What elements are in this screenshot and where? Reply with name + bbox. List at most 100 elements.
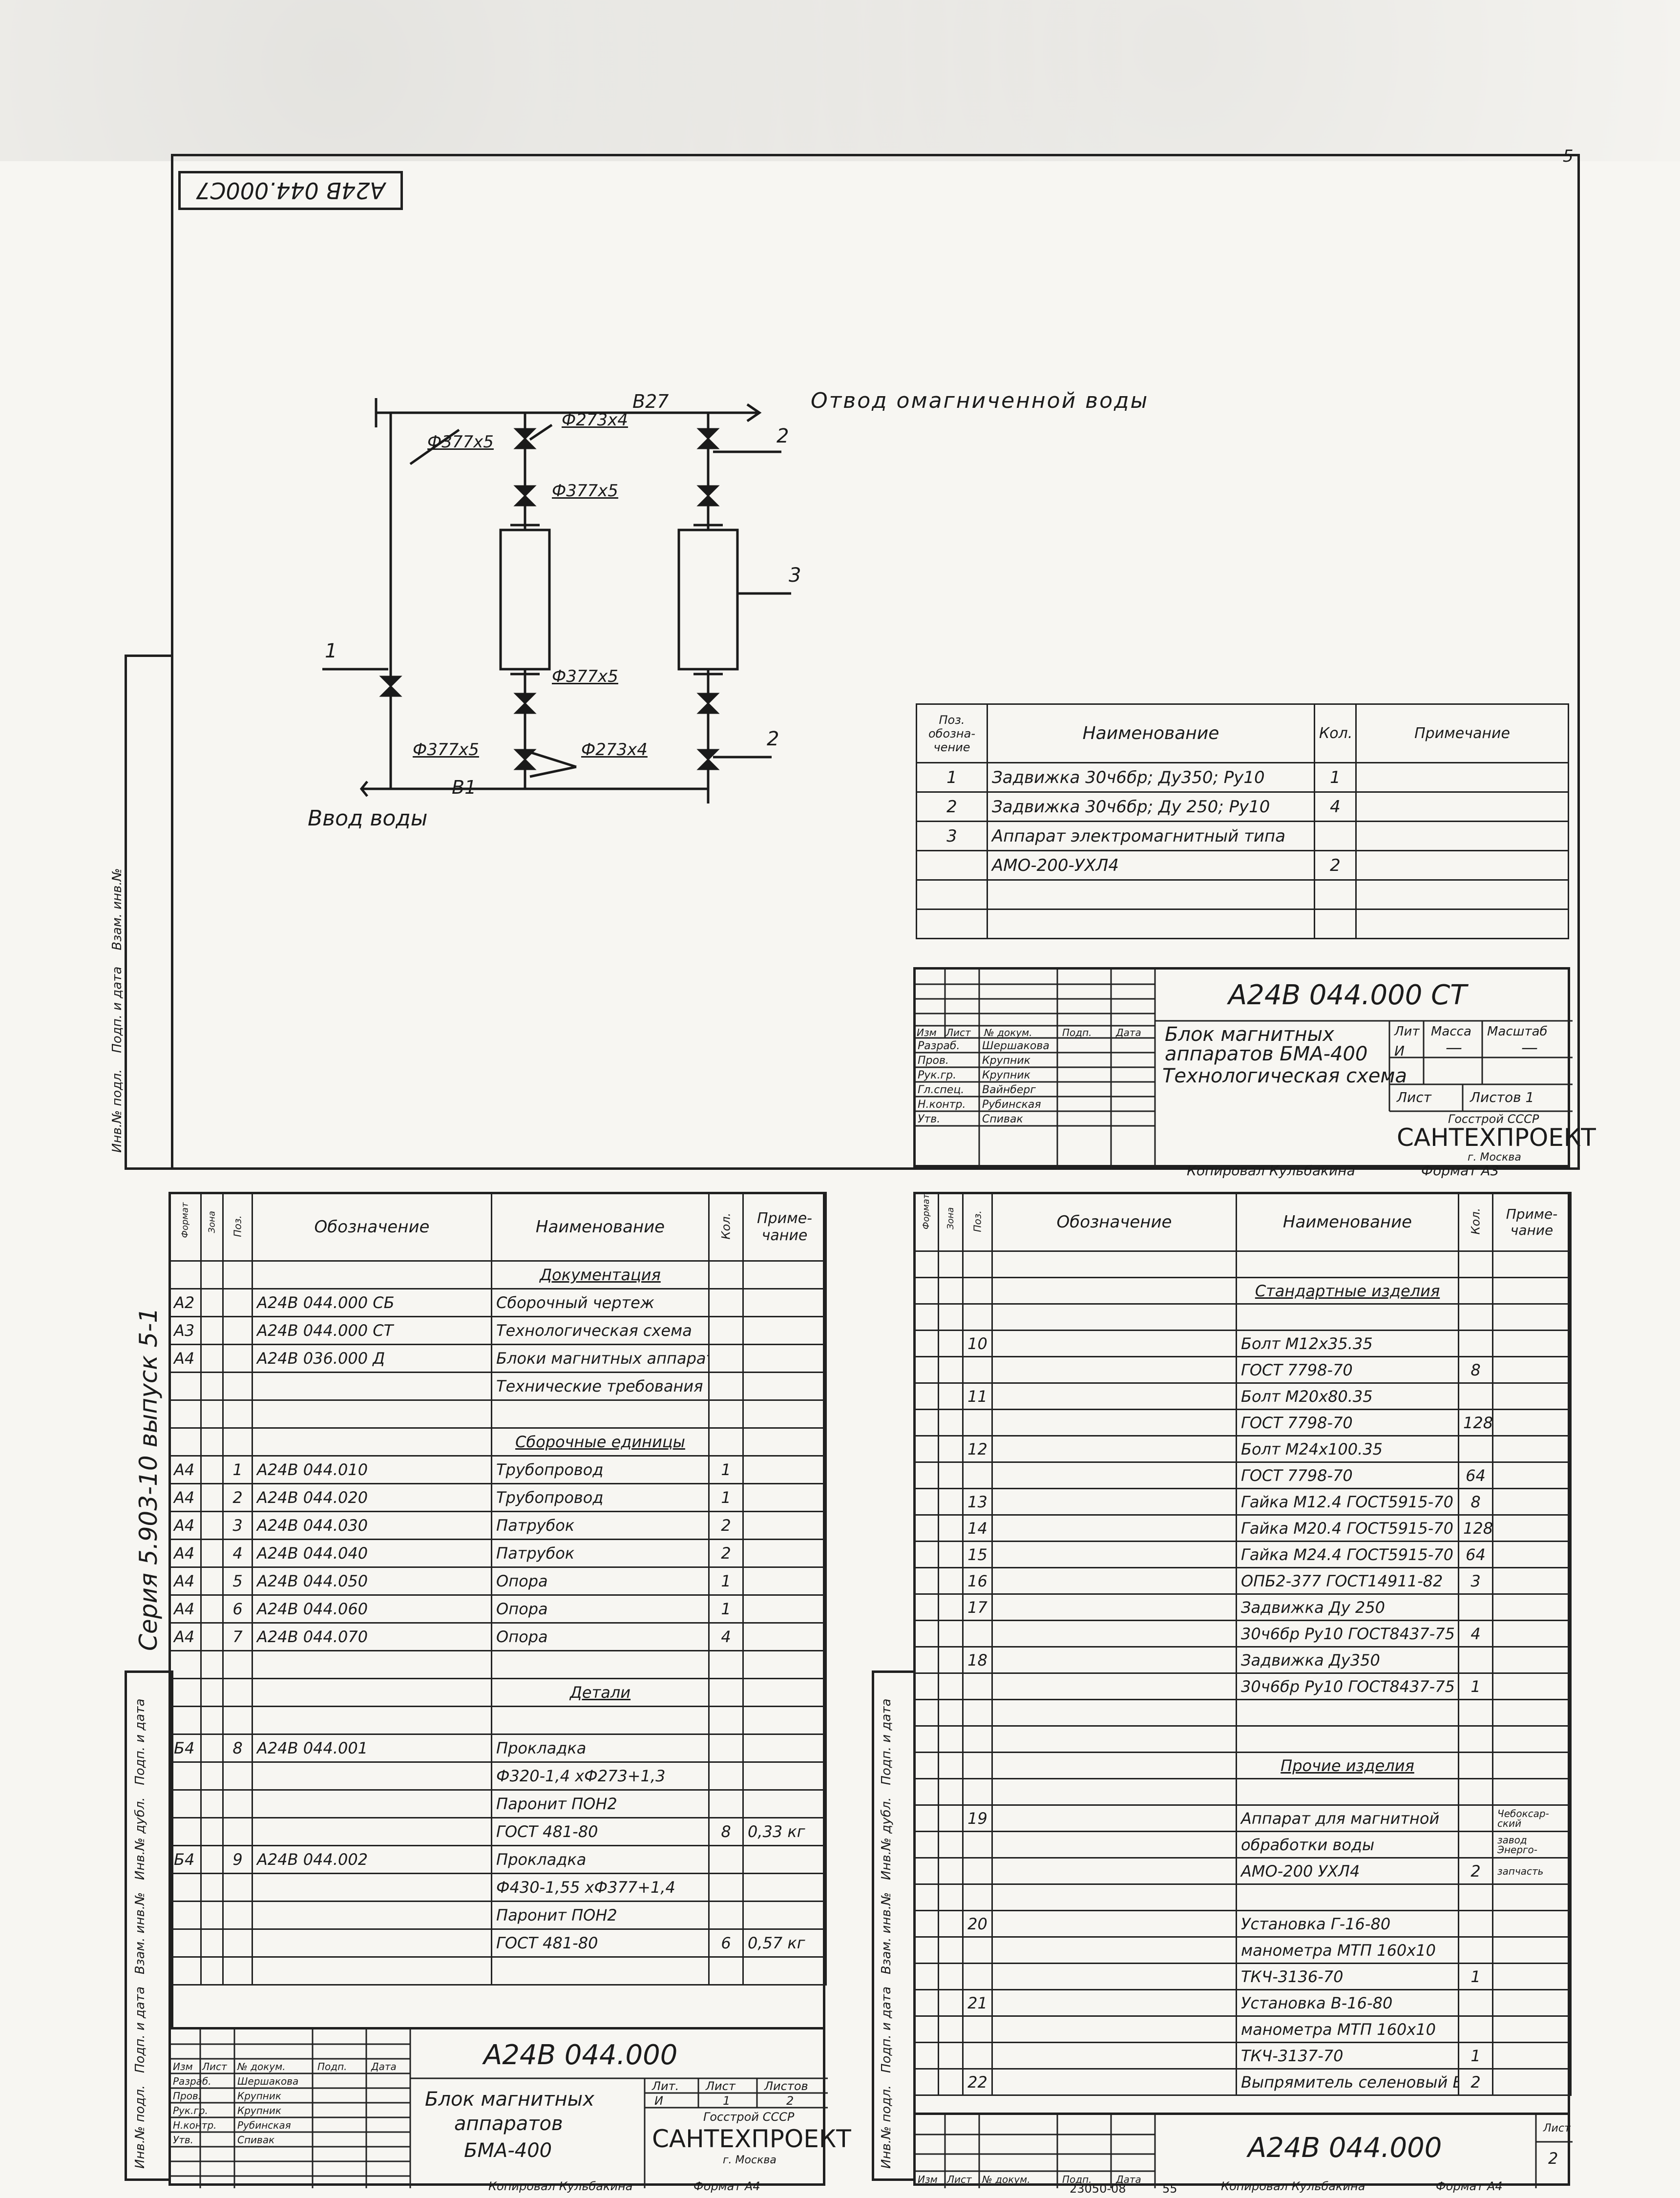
stamp-top-sheets: Листов 1: [1470, 1089, 1534, 1105]
spec-designation-cell: А24В 044.010: [252, 1455, 492, 1484]
spec-format-cell: [913, 1461, 939, 1489]
spec-note-cell: [742, 1845, 827, 1874]
spec-designation-cell: [991, 1567, 1237, 1595]
spec-zone-cell: [200, 1706, 224, 1735]
spec-pos-cell: [962, 1672, 993, 1700]
spec-pos-cell: [962, 1461, 993, 1489]
spec-zone-cell: [938, 1567, 964, 1595]
stamp-right-code: А24В 044.000: [1248, 2132, 1442, 2164]
table-row: [168, 1956, 827, 1986]
spec-zone-cell: [938, 1752, 964, 1779]
col-zone: Зона: [938, 1192, 964, 1252]
spec-pos-cell: [222, 1316, 253, 1345]
spec-name-cell: [491, 1399, 710, 1429]
apparatus-1: [499, 528, 551, 671]
spec-zone-cell: [938, 1382, 964, 1410]
spec-zone-cell: [938, 1778, 964, 1806]
spec-zone-cell: [200, 1928, 224, 1958]
spec-pos-cell: 1: [222, 1455, 253, 1484]
spec-name-cell: Сборочный чертеж: [491, 1288, 710, 1317]
spec-designation-cell: [991, 1857, 1237, 1885]
spec-note-cell: [1492, 1250, 1572, 1278]
spec-designation-cell: А24В 044.060: [252, 1594, 492, 1624]
spec-zone-cell: [938, 1989, 964, 2017]
spec-pos-cell: [962, 1883, 993, 1911]
spec-format-cell: [913, 1672, 939, 1700]
spec-pos-cell: [962, 1778, 993, 1806]
spec-qty-cell: 64: [1458, 1541, 1493, 1568]
col-qty: Кол.: [708, 1192, 744, 1262]
spec-note-cell: 0,57 кг: [742, 1928, 827, 1958]
stamp-top-person: Шершакова: [982, 1040, 1050, 1052]
spec-name-cell: Патрубок: [491, 1511, 710, 1540]
table-row: [168, 1706, 827, 1735]
spec-format-cell: [168, 1928, 202, 1958]
spec-format-cell: Б4: [168, 1845, 202, 1874]
spec-format-cell: [913, 1963, 939, 1990]
stamp-top-role-label: Разраб.: [918, 1040, 960, 1052]
spec-note-cell: [742, 1344, 827, 1373]
stamp-top-role: Изм: [917, 1027, 937, 1038]
spec-designation-cell: А24В 044.050: [252, 1566, 492, 1596]
spec-format-cell: [913, 1831, 939, 1859]
stamp-left-org1: Госстрой СССР: [703, 2110, 795, 2124]
outlet-label: Отвод омагниченной воды: [811, 388, 1149, 413]
spec-qty-cell: [1458, 1699, 1493, 1727]
spec-note-cell: [1492, 1541, 1572, 1568]
spec-pos-cell: [222, 1678, 253, 1707]
table-row: [913, 1303, 1572, 1331]
stamp-top-format: Формат А3: [1421, 1162, 1499, 1179]
spec-zone-cell: [200, 1845, 224, 1874]
stamp-top-role-label: Н.контр.: [918, 1099, 966, 1111]
spec-qty-cell: [1458, 1435, 1493, 1463]
spec-pos-cell: 22: [962, 2068, 993, 2096]
spec-note-cell: [1492, 1382, 1572, 1410]
spec-pos-cell: [222, 1789, 253, 1818]
stamp-left-sheets-val: 2: [786, 2094, 794, 2108]
spec-note-cell: [1492, 1567, 1572, 1595]
spec-note-cell: [742, 1678, 827, 1707]
spec-note-cell: [742, 1901, 827, 1930]
spec-designation-cell: [991, 1409, 1237, 1437]
spec-qty-cell: 128: [1458, 1514, 1493, 1542]
spec-format-cell: А4: [168, 1566, 202, 1596]
spec-pos-cell: [222, 1706, 253, 1735]
spec-designation-cell: [991, 1936, 1237, 1964]
table-row: Документация: [168, 1260, 827, 1289]
spec-pos-cell: [962, 1963, 993, 1990]
spec-name-cell: Ф430-1,55 хФ377+1,4: [491, 1873, 710, 1902]
stamp-left: А24В 044.000 Блок магнитных аппаратов БМ…: [168, 2027, 851, 2188]
spec-pos-cell: [962, 1620, 993, 1648]
spec-note-cell: [1492, 1593, 1572, 1621]
spec-zone-cell: [938, 1804, 964, 1832]
spec-format-cell: Б4: [168, 1733, 202, 1763]
spec-designation-cell: [991, 1303, 1237, 1331]
stamp-right: А24В 044.000 Лист 2 Изм Лист № докум. По…: [913, 2113, 1573, 2188]
spec-qty-cell: 1: [708, 1566, 744, 1596]
apparatus-2: [677, 528, 739, 671]
col-name: Наименование: [1236, 1192, 1459, 1252]
spec-designation-cell: [991, 1963, 1237, 1990]
spec-designation-cell: [991, 1752, 1237, 1779]
spec-note-cell: [1492, 1303, 1572, 1331]
spec-note-cell: [1492, 1461, 1572, 1489]
spec-qty-cell: 1: [1458, 1963, 1493, 1990]
spec-pos-cell: 4: [222, 1539, 253, 1568]
spec-name-cell: Установка В-16-80: [1236, 1989, 1459, 2017]
spec-pos-cell: [222, 1901, 253, 1930]
stamp-top-person: Вайнберг: [982, 1084, 1036, 1096]
stamp-top-org1: Госстрой СССР: [1448, 1112, 1539, 1126]
spec-designation-cell: [991, 1725, 1237, 1753]
spec-pos-cell: 16: [962, 1567, 993, 1595]
right-binding-strip: [872, 1670, 916, 2181]
table-row: [913, 1699, 1572, 1727]
